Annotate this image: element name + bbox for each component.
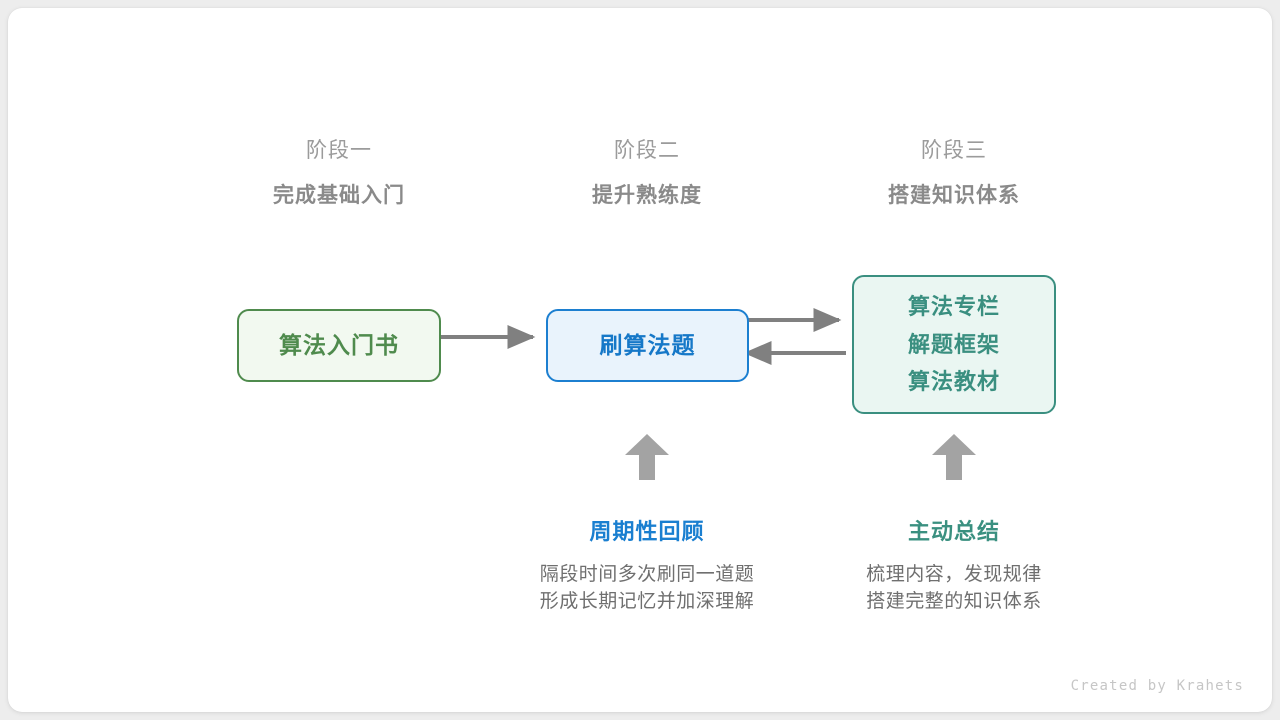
- node-book-label: 算法入门书: [279, 331, 399, 358]
- annotation-review-title: 周期性回顾: [589, 519, 705, 544]
- stage-2-name: 阶段二: [614, 139, 680, 162]
- stage-1-goal: 完成基础入门: [273, 184, 405, 207]
- stage-1-name: 阶段一: [306, 139, 372, 162]
- arrow-layer: [433, 308, 976, 480]
- stage-header-2: 阶段二 提升熟练度: [517, 136, 777, 212]
- node-practice-label: 刷算法题: [599, 331, 696, 358]
- stage-header-1: 阶段一 完成基础入门: [209, 136, 469, 212]
- stage-3-name: 阶段三: [921, 139, 987, 162]
- annotation-summary-desc-line-2: 搭建完整的知识体系: [866, 591, 1042, 612]
- node-knowledge-resources[interactable]: 算法专栏 解题框架 算法教材: [852, 275, 1056, 414]
- node-practice-problems[interactable]: 刷算法题: [546, 309, 749, 382]
- node-algorithm-intro-book[interactable]: 算法入门书: [237, 309, 441, 382]
- annotation-periodic-review: 周期性回顾 隔段时间多次刷同一道题 形成长期记忆并加深理解: [497, 517, 797, 615]
- stage-header-3: 阶段三 搭建知识体系: [824, 136, 1084, 212]
- annotation-review-desc-line-2: 形成长期记忆并加深理解: [539, 591, 755, 612]
- node-resources-line-1: 算法专栏: [907, 293, 1000, 319]
- annotation-summary-desc: 梳理内容，发现规律 搭建完整的知识体系: [804, 561, 1104, 615]
- diagram-canvas: 阶段一 完成基础入门 阶段二 提升熟练度 阶段三 搭建知识体系: [8, 8, 1272, 712]
- node-resources-line-2: 解题框架: [907, 331, 1000, 357]
- credit-text: Created by Krahets: [1070, 678, 1244, 694]
- annotation-active-summary: 主动总结 梳理内容，发现规律 搭建完整的知识体系: [804, 517, 1104, 615]
- annotation-summary-desc-line-1: 梳理内容，发现规律: [866, 564, 1042, 585]
- node-resources-line-3: 算法教材: [907, 369, 1000, 395]
- up-arrow-review-icon: [625, 434, 669, 480]
- stage-2-goal: 提升熟练度: [592, 184, 702, 207]
- stage-3-goal: 搭建知识体系: [888, 184, 1020, 207]
- annotation-summary-title: 主动总结: [907, 519, 1000, 544]
- annotation-review-desc: 隔段时间多次刷同一道题 形成长期记忆并加深理解: [497, 561, 797, 615]
- annotation-review-desc-line-1: 隔段时间多次刷同一道题: [539, 564, 755, 585]
- up-arrow-summary-icon: [932, 434, 976, 480]
